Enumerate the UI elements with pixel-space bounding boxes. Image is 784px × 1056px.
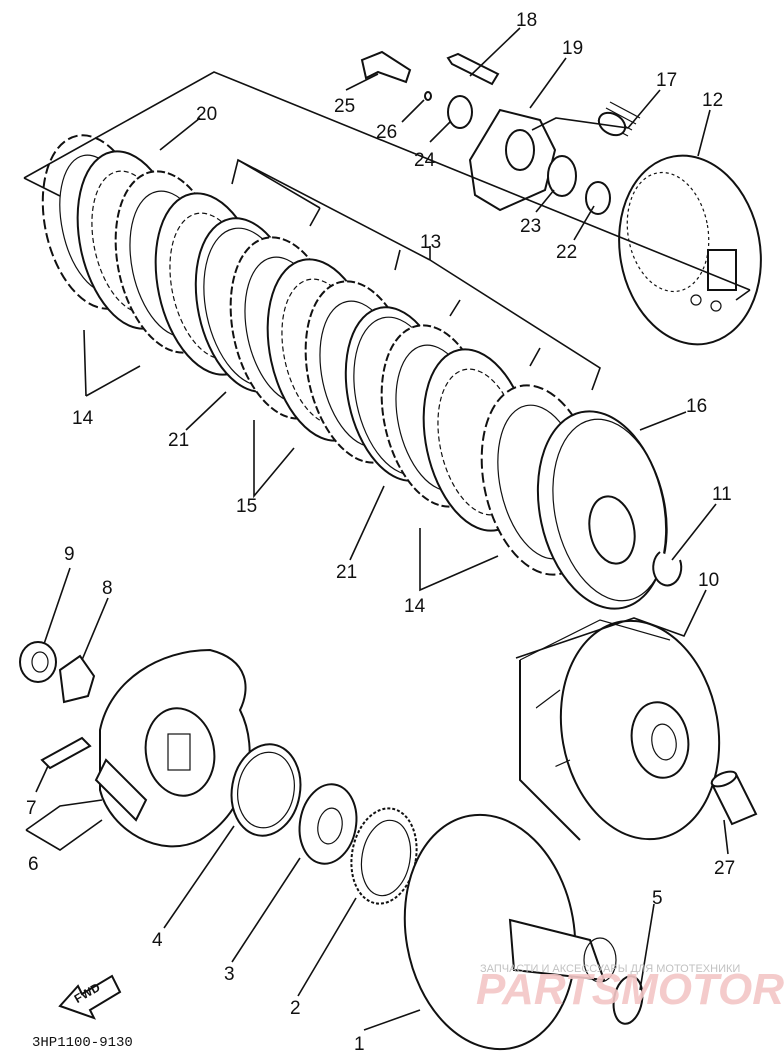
- watermark: PARTSMOTOR.RU ЗАПЧАСТИ И АКСЕССУАРЫ ДЛЯ …: [476, 963, 784, 1014]
- callout-5: 5: [652, 888, 663, 909]
- callout-21b: 21: [336, 562, 357, 583]
- callout-2: 2: [290, 998, 301, 1019]
- callout-labels: 1 2 3 4 5 6 7 8 9 10 11 12 13 14 14 15 1…: [26, 10, 735, 1055]
- washer-4: [230, 743, 302, 837]
- callout-20: 20: [196, 104, 217, 125]
- callout-14b: 14: [404, 596, 426, 617]
- callout-15: 15: [236, 496, 257, 517]
- callout-27: 27: [714, 858, 735, 879]
- watermark-caption: ЗАПЧАСТИ И АКСЕССУАРЫ ДЛЯ МОТОТЕХНИКИ: [480, 963, 740, 975]
- callout-1: 1: [354, 1034, 365, 1055]
- callout-24: 24: [414, 150, 436, 171]
- lock-washer-8: [58, 654, 96, 704]
- fwd-arrow: FWD: [58, 974, 122, 1020]
- seal-23: [547, 155, 577, 197]
- circlip-11: [652, 551, 683, 587]
- clutch-housing-10: [519, 619, 721, 841]
- bearing-3: [298, 783, 358, 865]
- callout-4: 4: [152, 930, 163, 951]
- callout-19: 19: [562, 38, 583, 59]
- callout-21a: 21: [168, 430, 189, 451]
- nut-9: [19, 641, 57, 683]
- leader-lines: [23, 27, 751, 1031]
- callout-13: 13: [420, 232, 441, 253]
- collar-27: [710, 770, 758, 826]
- bolt-25: [360, 50, 412, 84]
- spring-17: [597, 101, 641, 137]
- callout-23: 23: [520, 216, 541, 237]
- callout-8: 8: [102, 578, 113, 599]
- callout-10: 10: [698, 570, 719, 591]
- callout-26: 26: [376, 122, 397, 143]
- bolt-18: [446, 52, 500, 86]
- primary-sheave-12: [618, 154, 762, 346]
- callout-6: 6: [28, 854, 39, 875]
- diagram-code: 3HP1100-9130: [32, 1035, 133, 1051]
- clutch-carrier-1: [403, 813, 617, 1051]
- callout-14a: 14: [72, 408, 94, 429]
- callout-17: 17: [656, 70, 677, 91]
- watermark-site: PARTSMOTOR.RU: [476, 965, 784, 1014]
- callout-22: 22: [556, 242, 577, 263]
- callout-12: 12: [702, 90, 723, 111]
- callout-11: 11: [712, 484, 732, 505]
- circle-26: [424, 91, 432, 101]
- washer-22: [585, 181, 611, 215]
- callout-9: 9: [64, 544, 75, 565]
- shoe-assembly-6: [94, 648, 251, 848]
- pressure-plate-16: [536, 410, 668, 610]
- callout-3: 3: [224, 964, 235, 985]
- o-ring-5: [612, 975, 644, 1025]
- spring-7: [40, 736, 92, 770]
- callout-16: 16: [686, 396, 707, 417]
- callout-7: 7: [26, 798, 37, 819]
- bearing-24: [447, 95, 473, 129]
- callout-18: 18: [516, 10, 537, 31]
- callout-25: 25: [334, 96, 355, 117]
